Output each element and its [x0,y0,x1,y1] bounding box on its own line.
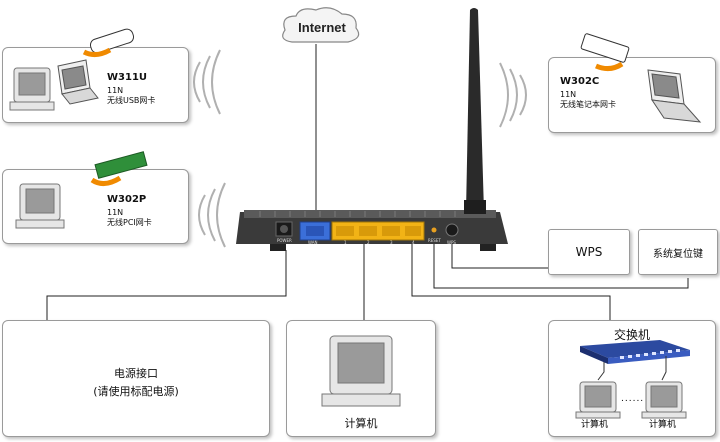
lan-cable-switch [411,236,611,320]
card-spec-pci: 11N [107,208,124,217]
power-note: (请使用标配电源) [93,385,179,398]
switch-pc-right-label: 计算机 [649,420,677,430]
power-box: 电源接口 (请使用标配电源) [2,320,270,437]
internet-label: Internet [298,20,346,35]
port-label-wps: WPS [447,240,456,245]
card-model-pci: W302P [107,194,147,205]
computer-label: 计算机 [344,417,378,430]
reset-line [433,238,689,289]
wifi-waves-left-top [193,49,221,115]
card-desc-pccard: 无线笔记本网卡 [560,100,616,109]
switch-title: 交换机 [613,328,650,342]
card-spec-pccard: 11N [560,90,577,99]
wps-button-box: WPS [548,229,630,275]
card-box-pci: W302P 11N 无线PCI网卡 [2,169,189,244]
card-box-usb: W311U 11N 无线USB网卡 [2,47,189,123]
switch-dots: ...... [621,394,645,404]
wps-label: WPS [575,245,603,259]
wifi-waves-right [499,62,527,128]
port-label-lan3: 3 [390,240,393,245]
card-box-pccard: W302C 11N 无线笔记本网卡 [548,57,716,133]
wps-line [451,238,548,269]
card-spec-usb: 11N [107,86,124,95]
card-desc-pci: 无线PCI网卡 [107,218,152,227]
power-title: 电源接口 [114,367,158,380]
router [236,8,508,251]
wifi-waves-left-bottom [198,182,226,248]
internet-cloud [282,7,360,43]
port-label-reset: RESET [428,238,441,243]
reset-label: 系统复位键 [653,249,703,260]
switch-pc-left-label: 计算机 [581,420,609,430]
port-label-lan2: 2 [367,240,370,245]
port-label-power: POWER [277,238,292,243]
port-label-lan1: 1 [344,240,347,245]
card-model-usb: W311U [107,72,148,83]
reset-button-box: 系统复位键 [638,229,718,275]
port-label-wan: WAN [308,240,318,245]
computer-box: 计算机 [286,320,436,437]
card-model-pccard: W302C [560,76,600,87]
port-label-lan4: 4 [412,240,415,245]
power-cable [46,250,287,320]
card-desc-usb: 无线USB网卡 [107,96,156,105]
switch-box: 交换机 计算机 ...... 计算机 [548,320,716,437]
